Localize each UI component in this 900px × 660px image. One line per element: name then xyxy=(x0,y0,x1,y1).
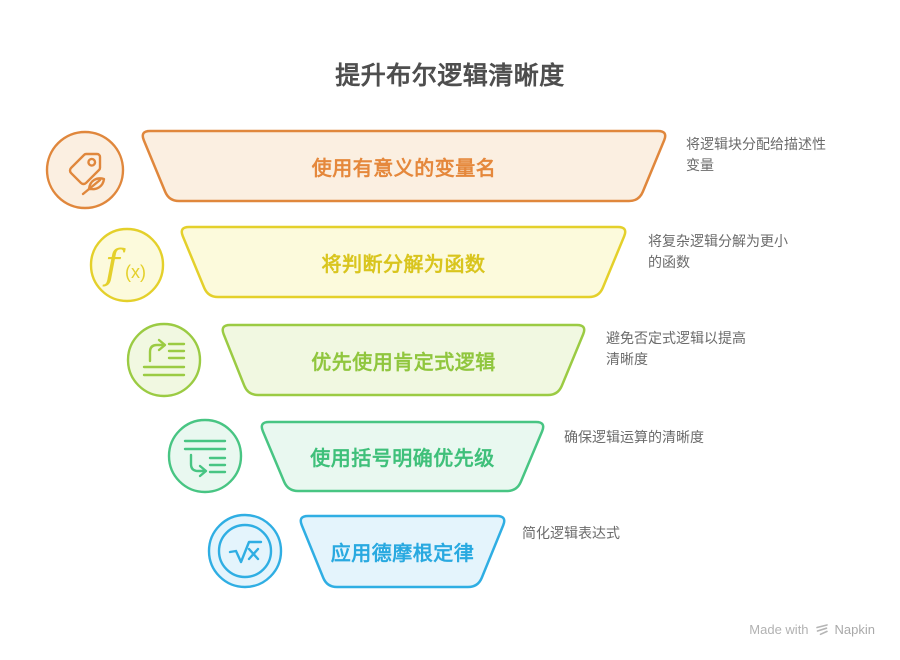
funnel-trapezoid xyxy=(141,129,667,203)
napkin-brand-label: Napkin xyxy=(834,622,875,637)
funnel-trapezoid xyxy=(180,225,627,299)
funnel-segment-1 xyxy=(45,129,667,210)
napkin-logo-icon xyxy=(815,623,828,635)
funnel-description-3: 避免否定式逻辑以提高清晰度 xyxy=(606,330,746,367)
funnel-trapezoid xyxy=(260,420,545,493)
funnel-label-5: 应用德摩根定律 xyxy=(330,543,475,565)
funnel-label-2: 将判断分解为函数 xyxy=(321,253,486,276)
made-with-napkin: Made with Napkin xyxy=(749,622,875,637)
funnel-segment-2: f (x) xyxy=(89,225,627,303)
icon-circle xyxy=(89,227,165,303)
funnel-label-3: 优先使用肯定式逻辑 xyxy=(311,351,496,374)
funnel-label-1: 使用有意义的变量名 xyxy=(311,157,497,180)
icon-circle xyxy=(126,322,202,398)
funnel-segment-3 xyxy=(126,322,586,398)
sqrt-x-icon xyxy=(217,523,273,579)
tag-icon xyxy=(70,154,106,196)
funnel-description-1: 将逻辑块分配给描述性变量 xyxy=(686,136,826,173)
icon-circle xyxy=(45,130,125,210)
funnel-description-4: 确保逻辑运算的清晰度 xyxy=(564,429,704,445)
icon-circle xyxy=(167,418,243,494)
funnel-label-4: 使用括号明确优先级 xyxy=(310,448,495,470)
demote-list-icon xyxy=(183,439,227,478)
page-title: 提升布尔逻辑清晰度 xyxy=(335,62,565,90)
svg-text:(x): (x) xyxy=(125,262,146,282)
funnel-trapezoid xyxy=(221,323,586,397)
funnel-trapezoid xyxy=(299,514,506,589)
promote-list-icon xyxy=(142,338,186,377)
funnel-description-2: 将复杂逻辑分解为更小的函数 xyxy=(648,233,788,270)
funnel-description-5: 简化逻辑表达式 xyxy=(522,525,620,541)
funnel-segment-4 xyxy=(167,418,545,494)
funnel-segment-5 xyxy=(207,513,506,589)
made-with-label: Made with xyxy=(749,622,809,637)
leaf-icon xyxy=(81,177,106,196)
